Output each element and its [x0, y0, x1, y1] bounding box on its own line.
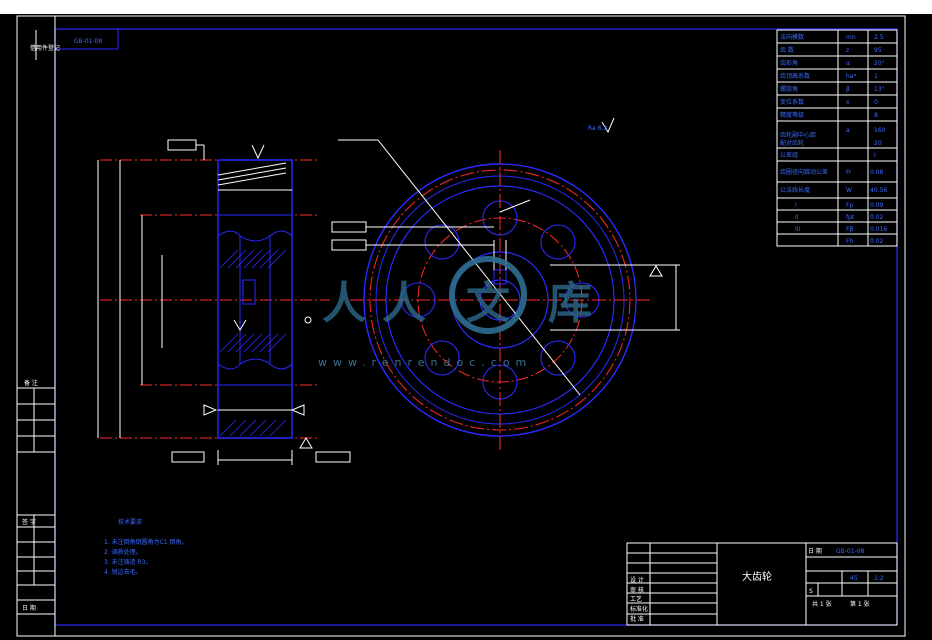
param-symbol-4: β	[846, 86, 850, 93]
left-strip-sign-label: 签 字	[22, 518, 36, 526]
section-view	[97, 139, 367, 465]
param-symbol-10: Fr	[846, 169, 852, 176]
param-name-3: 齿顶高系数	[780, 72, 810, 80]
tb-weight: S	[809, 588, 813, 595]
param-value-9: I	[874, 152, 876, 159]
param-name-6: 精度等级	[780, 111, 804, 119]
param-symbol-3: ha*	[846, 73, 856, 80]
param-name-11: 公法线长度	[780, 186, 810, 194]
tb-sheet-number: 第 1 张	[850, 600, 870, 608]
param-name-9: 公差组	[780, 151, 798, 159]
param-symbol-11: W	[846, 187, 852, 194]
param-name-13: II	[795, 214, 799, 221]
param-value-2: 20°	[874, 60, 885, 67]
tb-sheet-total: 共 1 张	[812, 600, 832, 608]
watermark-char-2: 人	[382, 278, 426, 329]
param-name-12: I	[795, 202, 797, 209]
param-value-7: 160	[874, 127, 886, 134]
tb-label-process: 工艺	[630, 595, 642, 603]
tb-label-standard: 标准化	[630, 605, 648, 613]
part-name: 大齿轮	[742, 570, 772, 583]
tb-scale: 1:2	[874, 575, 884, 582]
tech-requirements: 技术要求 1. 未注倒角倒圆角为C1 倒角。 2. 调质处理。 3. 未注铸造 …	[104, 518, 188, 576]
title-block: 大齿轮 GB-01-08 设 计 审 核 工艺 标准化 批 准 日 期 45 1…	[626, 542, 898, 626]
tech-req-2: 2. 调质处理。	[104, 548, 142, 556]
param-name-5: 变位系数	[780, 98, 804, 106]
param-value-11: 40.56	[870, 187, 887, 194]
param-value-12: 0.09	[870, 202, 884, 209]
tb-material: 45	[850, 575, 858, 582]
param-symbol-5: x	[846, 99, 850, 106]
tech-req-4: 4. 锐边去毛。	[104, 568, 142, 576]
param-name-4: 螺旋角	[780, 85, 798, 93]
param-symbol-12: Fp	[846, 202, 853, 209]
param-value-13: 0.02	[870, 214, 884, 221]
param-name-10: 齿圈径向跳动公差	[780, 168, 828, 176]
param-value-1: 95	[874, 47, 882, 54]
left-strip: 借用件登记 备 注 签 字 日 期	[16, 15, 60, 637]
tb-label-approve: 批 准	[630, 615, 644, 623]
param-name-14: III	[795, 226, 801, 233]
param-name-7: 齿轮副中心距	[780, 131, 816, 139]
param-value-6: 8	[874, 112, 878, 119]
left-strip-date-label: 日 期	[22, 604, 36, 612]
tb-label-date: 日 期	[808, 547, 822, 555]
tech-req-title: 技术要求	[118, 518, 142, 526]
param-value-0: 2.5	[874, 34, 884, 41]
param-value-3: 1	[874, 73, 878, 80]
watermark-url: www.renrendoc.com	[318, 356, 532, 369]
tb-label-design: 设 计	[630, 576, 644, 584]
watermark: 人 人 文 库 www.renrendoc.com	[318, 256, 592, 369]
param-symbol-15: Fh	[846, 238, 853, 245]
front-view	[338, 117, 680, 450]
param-value-14: 0.016	[870, 226, 887, 233]
tech-req-3: 3. 未注铸造 R3。	[104, 558, 152, 566]
param-symbol-2: α	[846, 60, 850, 67]
param-value-15: 0.02	[870, 238, 884, 245]
title-bar	[0, 0, 932, 14]
param-name-0: 法向模数	[780, 33, 804, 41]
drawing-number: GB-01-08	[836, 548, 865, 555]
param-symbol-0: mn	[846, 34, 856, 41]
param-value-5: 0	[874, 99, 878, 106]
param-name-2: 齿形角	[780, 59, 798, 67]
watermark-char-1: 人	[322, 278, 366, 329]
param-value-10: 0.08	[870, 169, 884, 176]
watermark-char-3: 文	[466, 278, 510, 329]
watermark-char-4: 库	[548, 278, 592, 329]
roughness-note: Ra 6.3	[588, 125, 607, 132]
tb-label-review: 审 核	[630, 586, 644, 594]
drawing-number-top: GB-01-08	[74, 38, 103, 45]
parameter-table: 法向模数 mn 2.5 齿 数 z 95 齿形角 α 20° 齿顶高系数 ha*…	[776, 29, 898, 247]
left-strip-note-label: 备 注	[24, 379, 38, 387]
param-name-8: 配对齿轮	[780, 139, 804, 147]
param-value-8: 20	[874, 140, 882, 147]
param-value-4: 13°	[874, 86, 885, 93]
param-symbol-14: Fβ	[846, 226, 853, 233]
param-symbol-1: z	[846, 47, 849, 54]
param-symbol-13: fpt	[846, 214, 855, 221]
param-name-1: 齿 数	[780, 46, 794, 54]
param-symbol-7: a	[846, 127, 850, 134]
left-strip-top-label: 借用件登记	[30, 44, 60, 52]
tech-req-1: 1. 未注倒角倒圆角为C1 倒角。	[104, 538, 188, 546]
